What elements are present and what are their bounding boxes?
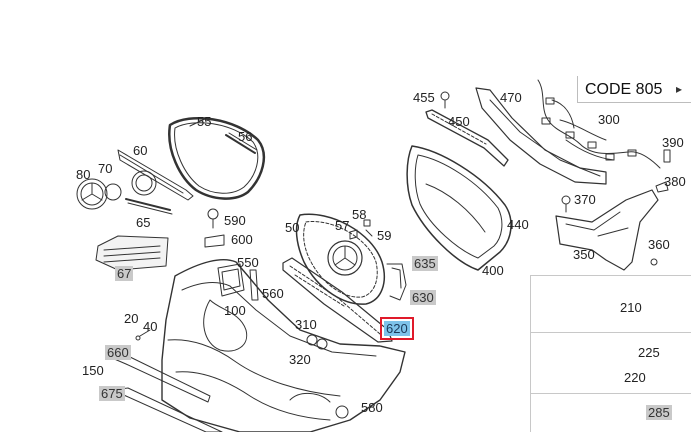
callout-310: 310	[295, 317, 317, 332]
callout-320: 320	[289, 352, 311, 367]
callout-65: 65	[136, 215, 151, 230]
wiring-harness	[537, 79, 661, 169]
callout-285[interactable]: 285	[646, 405, 672, 420]
callout-380: 380	[664, 174, 686, 189]
callout-300: 300	[598, 112, 620, 127]
code-selector[interactable]: CODE 805 ▸	[577, 76, 691, 103]
callout-550: 550	[237, 255, 259, 270]
callout-390: 390	[662, 135, 684, 150]
upper-bracket	[440, 87, 607, 185]
callout-100: 100	[224, 303, 246, 318]
lower-panel	[95, 235, 169, 271]
callout-80: 80	[76, 167, 91, 182]
callout-59: 59	[377, 228, 392, 243]
callout-20: 20	[124, 311, 139, 326]
upper-trim-strip	[425, 109, 509, 167]
sensor-clips	[561, 149, 671, 213]
callout-220: 220	[624, 370, 646, 385]
grille-support-frame	[406, 145, 512, 271]
callout-56: 56	[238, 129, 253, 144]
callout-210: 210	[620, 300, 642, 315]
callout-630[interactable]: 630	[410, 290, 436, 305]
lower-grille-strip	[282, 257, 393, 343]
callout-67[interactable]: 67	[115, 266, 134, 281]
callout-370: 370	[574, 192, 596, 207]
callout-225: 225	[638, 345, 660, 360]
trim-strip	[225, 132, 258, 154]
inset-divider	[531, 332, 691, 333]
code-label: CODE 805	[585, 81, 663, 98]
callout-150: 150	[82, 363, 104, 378]
callout-350: 350	[573, 247, 595, 262]
callout-620-selected[interactable]: 620	[380, 317, 414, 340]
callout-635[interactable]: 635	[412, 256, 438, 271]
inset-divider	[531, 393, 691, 394]
star-emblems	[76, 170, 157, 210]
callout-470: 470	[500, 90, 522, 105]
side-bracket	[555, 189, 659, 271]
small-clips	[349, 219, 373, 240]
callout-60: 60	[133, 143, 148, 158]
grille-frame-outline	[168, 116, 266, 200]
side-brackets	[386, 263, 407, 301]
callout-70: 70	[98, 161, 113, 176]
callout-360: 360	[648, 237, 670, 252]
callout-58: 58	[352, 207, 367, 222]
callout-40: 40	[143, 319, 158, 334]
callout-440: 440	[507, 217, 529, 232]
bumper-cover	[161, 259, 406, 432]
callout-600: 600	[231, 232, 253, 247]
callout-580: 580	[361, 400, 383, 415]
chevron-right-icon[interactable]: ▸	[676, 82, 683, 96]
callout-560: 560	[262, 286, 284, 301]
callout-450: 450	[448, 114, 470, 129]
callout-455: 455	[413, 90, 435, 105]
callout-57: 57	[335, 218, 350, 233]
bolt-and-clip	[204, 208, 225, 248]
callout-660[interactable]: 660	[105, 345, 131, 360]
callout-590: 590	[224, 213, 246, 228]
callout-55: 55	[197, 114, 212, 129]
callout-675[interactable]: 675	[99, 386, 125, 401]
callout-400: 400	[482, 263, 504, 278]
callout-50: 50	[285, 220, 300, 235]
